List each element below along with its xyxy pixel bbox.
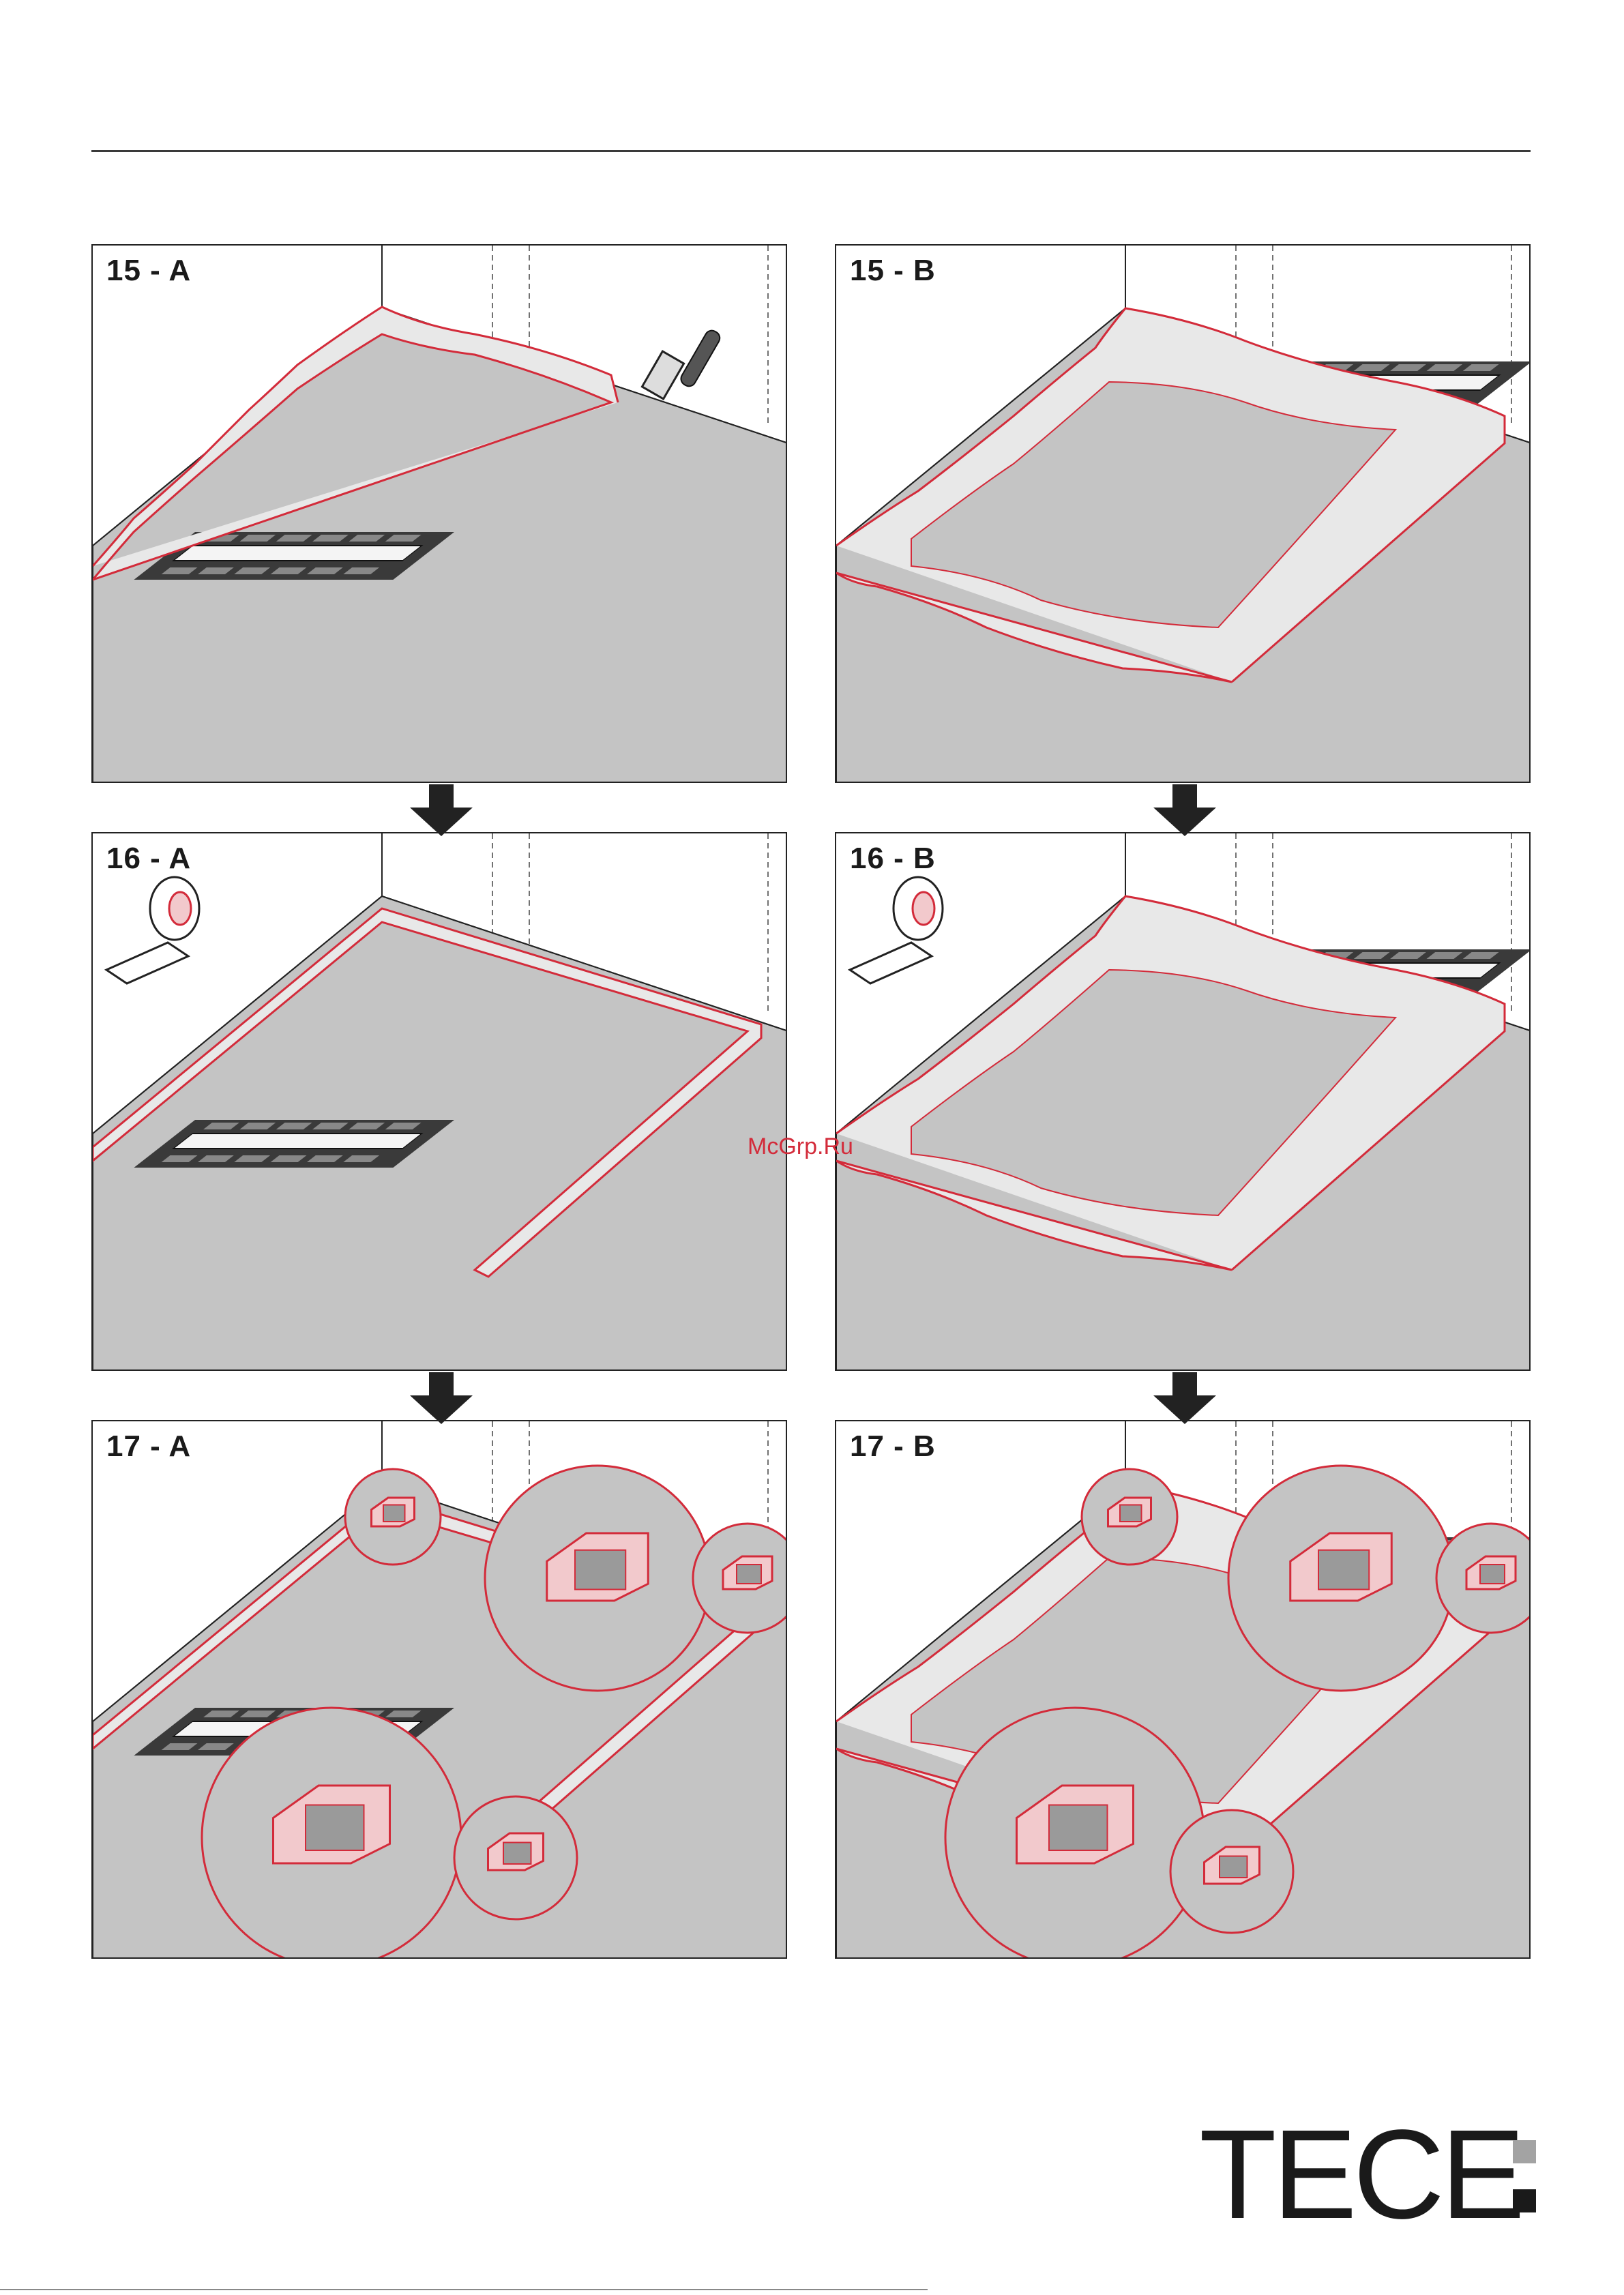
panel-label: 16 - A xyxy=(106,842,191,876)
illustration-17a xyxy=(93,1421,787,1959)
corner-block xyxy=(575,1550,625,1590)
illustration-17b xyxy=(836,1421,1531,1959)
corner-block xyxy=(306,1805,364,1851)
brush-handle xyxy=(679,328,722,389)
logo-square-grey xyxy=(1513,2140,1536,2163)
down-arrow-icon xyxy=(409,1372,474,1427)
corner-block xyxy=(1480,1565,1505,1584)
down-arrow-icon xyxy=(409,784,474,839)
tape-roll-core xyxy=(913,892,934,925)
tape-strip xyxy=(850,943,932,983)
down-arrow-icon xyxy=(1152,784,1217,839)
step-panel-17a: 17 - A xyxy=(91,1420,787,1959)
illustration-15b xyxy=(836,246,1531,783)
illustration-15a xyxy=(93,246,787,783)
step-panel-16a: 16 - A xyxy=(91,832,787,1371)
tape-roll-core xyxy=(169,892,191,925)
corner-block xyxy=(503,1843,531,1865)
panel-label: 17 - A xyxy=(106,1430,191,1464)
logo-square-black xyxy=(1513,2189,1536,2212)
panel-label: 15 - A xyxy=(106,254,191,288)
down-arrow-icon xyxy=(1152,1372,1217,1427)
logo-wordmark: TECE xyxy=(1199,2112,1521,2238)
illustration-16b xyxy=(836,833,1531,1371)
drain-grate xyxy=(173,1134,422,1149)
step-panel-15a: 15 - A xyxy=(91,244,787,783)
tape-strip xyxy=(106,943,188,983)
footer-rule xyxy=(0,2289,928,2290)
watermark: McGrp.Ru xyxy=(748,1134,853,1160)
illustration-16a xyxy=(93,833,787,1371)
brush-icon xyxy=(642,351,683,399)
corner-block xyxy=(1318,1550,1369,1590)
panel-label: 16 - B xyxy=(850,842,936,876)
panel-label: 15 - B xyxy=(850,254,936,288)
corner-block xyxy=(1049,1805,1108,1851)
corner-block xyxy=(383,1505,405,1522)
tece-logo: TECE xyxy=(1199,2121,1533,2223)
drain-grate xyxy=(173,546,422,561)
panel-label: 17 - B xyxy=(850,1430,936,1464)
corner-block xyxy=(737,1565,761,1584)
step-panel-15b: 15 - B xyxy=(835,244,1531,783)
corner-block xyxy=(1220,1856,1247,1878)
header-rule xyxy=(91,150,1531,152)
step-panel-17b: 17 - B xyxy=(835,1420,1531,1959)
step-panel-16b: 16 - B xyxy=(835,832,1531,1371)
corner-block xyxy=(1120,1505,1142,1522)
